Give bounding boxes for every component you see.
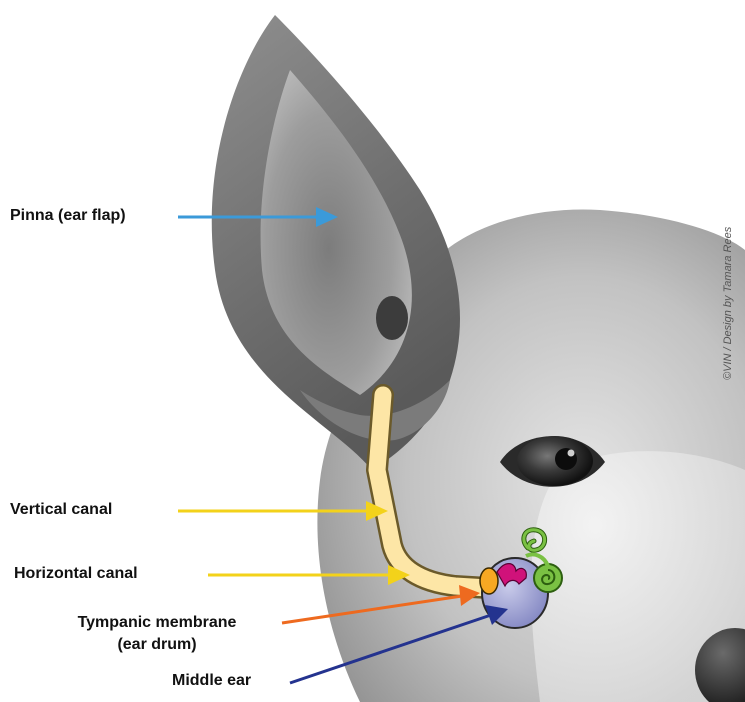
eye <box>517 436 593 486</box>
eye-highlight <box>568 450 575 457</box>
vertical-canal-label: Vertical canal <box>10 501 112 519</box>
horizontal-canal-label: Horizontal canal <box>14 565 138 583</box>
eardrum <box>480 568 498 594</box>
image-credit: ©VIN / Design by Tamara Rees <box>722 227 734 380</box>
ear-canal-opening <box>376 296 408 340</box>
middle-ear-label: Middle ear <box>172 672 251 690</box>
pinna-label: Pinna (ear flap) <box>10 207 126 225</box>
tympanic-membrane-label: Tympanic membrane (ear drum) <box>38 612 276 656</box>
tympanic-membrane-label-line2: (ear drum) <box>38 634 276 656</box>
tympanic-membrane-label-line1: Tympanic membrane <box>38 612 276 634</box>
